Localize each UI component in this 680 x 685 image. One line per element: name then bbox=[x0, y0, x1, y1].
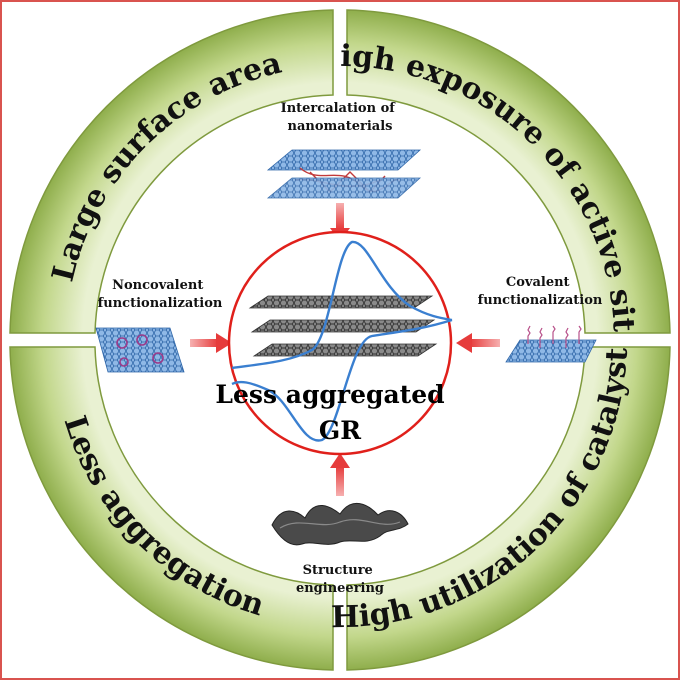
center-subtitle: GR bbox=[319, 416, 361, 445]
ring bbox=[9, 9, 671, 671]
method-label-right-line1: Covalent bbox=[506, 275, 570, 290]
graphene-stack bbox=[248, 295, 438, 357]
method-label-bottom-line2: engineering bbox=[296, 581, 384, 596]
covalent-illustration bbox=[505, 325, 597, 363]
noncovalent-illustration bbox=[95, 327, 185, 373]
cv-curve bbox=[231, 240, 453, 442]
method-label-bottom: Structure engineering bbox=[296, 563, 384, 596]
ring-segment-bottom-left bbox=[9, 346, 334, 671]
method-label-right: Covalent functionalization bbox=[478, 275, 603, 308]
method-label-right-line2: functionalization bbox=[478, 293, 603, 308]
method-label-left: Noncovalent functionalization bbox=[98, 278, 223, 311]
ring-segment-bottom-right bbox=[346, 346, 671, 671]
intercalation-illustration bbox=[266, 149, 422, 199]
structure-illustration bbox=[271, 503, 409, 546]
method-label-top: Intercalation of nanomaterials bbox=[281, 101, 400, 134]
ring-segment-top-left bbox=[9, 9, 334, 334]
arrow-from-left bbox=[190, 333, 232, 353]
method-label-left-line2: functionalization bbox=[98, 296, 223, 311]
arrow-from-right bbox=[456, 333, 500, 353]
center-title: Less aggregated bbox=[215, 380, 444, 409]
arrow-from-bottom bbox=[330, 453, 350, 496]
method-label-left-line1: Noncovalent bbox=[112, 278, 203, 293]
center-circle bbox=[227, 230, 453, 456]
method-label-top-line2: nanomaterials bbox=[288, 119, 393, 134]
ring-segment-top-right bbox=[346, 9, 671, 334]
method-label-top-line1: Intercalation of bbox=[281, 101, 397, 116]
method-label-bottom-line1: Structure bbox=[303, 563, 373, 578]
